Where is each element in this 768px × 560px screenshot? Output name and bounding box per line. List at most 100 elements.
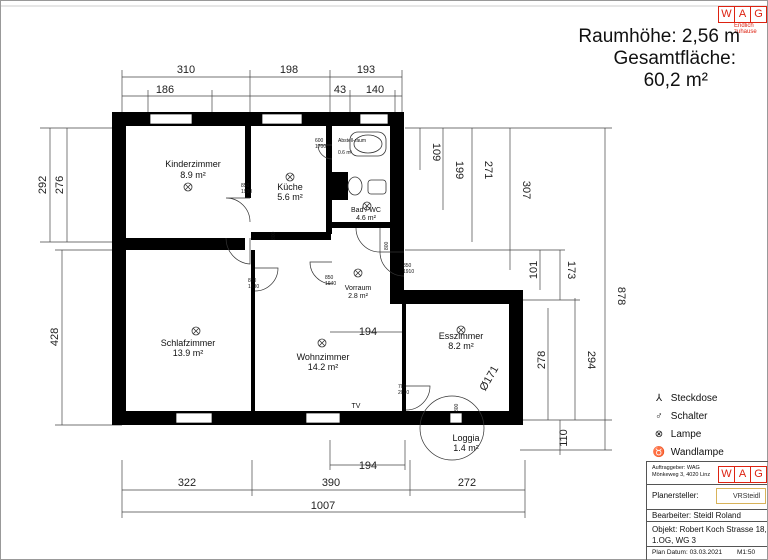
door-label-7-h: 1700 — [315, 144, 326, 150]
dimension-lines — [40, 70, 612, 518]
door-label-2-h: 1930 — [248, 284, 259, 290]
title-block — [646, 461, 768, 560]
room-name-kueche: Küche — [277, 182, 303, 192]
dimension-labels: 310 198 193 186 43 140 292 276 428 109 1… — [37, 64, 627, 512]
logo-letter-w: W — [719, 7, 735, 22]
windows — [149, 113, 463, 424]
legend-label: Steckdose — [670, 393, 718, 404]
dim-right-307: 307 — [520, 181, 532, 199]
total-area-label: Gesamtfläche: — [613, 48, 737, 69]
dim-inner-194-bottom: 194 — [359, 460, 377, 472]
objekt-line2: 1.OG, WG 3 — [652, 536, 697, 545]
door-label-5: 800 — [271, 231, 277, 240]
auftraggeber-address: Mönkeweg 3, 4020 Linz — [652, 472, 711, 478]
scale: M1:50 — [737, 549, 756, 556]
door-label-6-h: 2010 — [398, 390, 409, 396]
door-label-7-w: 600 — [315, 138, 324, 144]
dim-top-43: 43 — [334, 84, 346, 96]
bearbeiter: Bearbeiter: Steidl Roland — [652, 511, 741, 520]
dim-right-101: 101 — [528, 261, 540, 279]
dim-top-140: 140 — [366, 84, 384, 96]
dim-bottom-322: 322 — [178, 477, 196, 489]
room-area-wohnzimmer: 14.2 m² — [308, 362, 339, 372]
legend-item-wandlampe: ♉ Wandlampe — [650, 447, 724, 458]
dim-top-310: 310 — [177, 64, 195, 76]
dim-diameter: Ø171 — [477, 364, 501, 393]
wag-logo: W A G — [718, 6, 767, 23]
logo-letter-g: G — [754, 468, 763, 480]
plan-datum: Plan Datum: 03.03.2021 — [652, 549, 723, 556]
room-area-abstellraum: 0.6 m² — [338, 150, 353, 156]
total-area-value: 60,2 m² — [643, 70, 708, 91]
planersteller-label: Planersteller: — [652, 491, 699, 500]
room-name-vorraum: Vorraum — [345, 285, 372, 292]
dim-left-292: 292 — [37, 176, 49, 194]
room-area-kinderzimmer: 8.9 m² — [180, 170, 206, 180]
auftraggeber: Auftraggeber: WAG — [652, 465, 700, 471]
door-label-6-w: 700 — [398, 384, 407, 390]
tv-label: TV — [352, 403, 361, 410]
legend-item-schalter: ♂ Schalter — [650, 411, 707, 422]
door-labels: 850 1930 850 1930 850 1940 850 1910 800 … — [241, 138, 460, 412]
door-label-1-w: 850 — [241, 183, 250, 189]
door-label-1-h: 1930 — [241, 189, 252, 195]
room-height: Raumhöhe: 2,56 m — [578, 26, 740, 47]
dim-left-428: 428 — [49, 328, 61, 346]
door-label-2-w: 850 — [248, 278, 257, 284]
room-area-esszimmer: 8.2 m² — [448, 341, 474, 351]
room-area-bad: 4.6 m² — [356, 215, 377, 222]
dim-left-276: 276 — [54, 176, 66, 194]
dim-right-110: 110 — [558, 429, 570, 447]
door-label-4-h: 1910 — [403, 269, 414, 275]
room-name-wohnzimmer: Wohnzimmer — [297, 352, 350, 362]
dim-top-193: 193 — [357, 64, 375, 76]
dim-right-173: 173 — [565, 261, 577, 279]
dim-top-198: 198 — [280, 64, 298, 76]
dim-inner-194-top: 194 — [359, 326, 377, 338]
dim-bottom-390: 390 — [322, 477, 340, 489]
room-labels: Kinderzimmer 8.9 m² Küche 5.6 m² Bad / W… — [161, 138, 484, 453]
door-label-8: 800 — [454, 403, 460, 412]
steidl-logo: VRSteidl — [716, 488, 766, 504]
lamp-symbols — [183, 172, 466, 348]
lamp-icon: ⊗ — [654, 429, 664, 440]
logo-letter-a: A — [735, 7, 751, 22]
objekt-line1: Objekt: Robert Koch Strasse 18, — [652, 525, 767, 534]
dim-right-294: 294 — [585, 351, 597, 369]
bathroom-fixtures — [347, 131, 387, 196]
room-name-kinderzimmer: Kinderzimmer — [165, 159, 221, 169]
legend-label: Wandlampe — [670, 447, 724, 458]
door-label-4-w: 850 — [403, 263, 412, 269]
dim-right-271: 271 — [482, 161, 494, 179]
logo-tagline: Endlich zuhause — [734, 23, 757, 35]
legend-label: Lampe — [670, 429, 702, 440]
door-label-9: 800 — [384, 241, 390, 250]
room-area-loggia: 1.4 m² — [453, 443, 479, 453]
door-label-3-h: 1940 — [325, 281, 336, 287]
room-name-abstellraum: Abstell-raum — [338, 138, 366, 144]
room-name-bad: Bad / WC — [351, 207, 381, 214]
dim-bottom-272: 272 — [458, 477, 476, 489]
legend-item-steckdose: ⅄ Steckdose — [650, 393, 718, 404]
legend-item-lampe: ⊗ Lampe — [650, 429, 702, 440]
dim-right-199: 199 — [453, 161, 465, 179]
door-label-3-w: 850 — [325, 275, 334, 281]
switch-icon: ♂ — [655, 411, 663, 422]
logo-letter-a: A — [735, 467, 751, 482]
dim-right-278: 278 — [536, 351, 548, 369]
legend-label: Schalter — [670, 411, 708, 422]
wall-lamp-icon: ♉ — [652, 447, 666, 458]
room-name-schlafzimmer: Schlafzimmer — [161, 338, 216, 348]
room-name-esszimmer: Esszimmer — [439, 331, 484, 341]
logo-letter-g: G — [754, 8, 763, 20]
dim-bottom-1007: 1007 — [311, 500, 335, 512]
dim-top-186: 186 — [156, 84, 174, 96]
dim-right-878: 878 — [615, 287, 627, 305]
door-swings — [225, 144, 485, 461]
logo-letter-w: W — [719, 467, 735, 482]
room-area-vorraum: 2.8 m² — [348, 293, 369, 300]
room-area-kueche: 5.6 m² — [277, 192, 303, 202]
room-name-loggia: Loggia — [452, 433, 479, 443]
room-area-schlafzimmer: 13.9 m² — [173, 348, 204, 358]
